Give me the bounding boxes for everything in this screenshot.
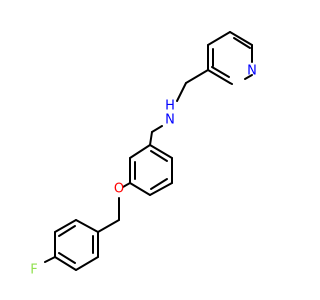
bond <box>122 182 131 188</box>
bond <box>150 150 168 162</box>
bond <box>75 256 99 271</box>
pyridyl-methyl-linker <box>151 69 209 133</box>
bond <box>185 69 209 84</box>
bond <box>149 182 173 196</box>
benzyloxy-linker <box>97 182 131 233</box>
bond <box>150 178 168 190</box>
bond <box>129 144 151 159</box>
bond <box>54 256 77 271</box>
bond <box>207 31 231 46</box>
bond <box>58 225 76 237</box>
bond <box>211 66 230 78</box>
bond <box>151 125 163 133</box>
central-benzene-ring <box>129 131 173 196</box>
amine-hydrogen-label: H <box>165 99 175 114</box>
pyridine-ring <box>207 31 253 85</box>
bond <box>149 131 153 146</box>
bond <box>58 252 76 264</box>
pyridine-nitrogen-label: N <box>247 64 257 79</box>
fluorine-label: F <box>30 263 37 278</box>
bond <box>229 31 253 46</box>
bond <box>244 74 253 80</box>
bond <box>176 82 187 102</box>
bond <box>54 219 77 233</box>
ether-oxygen-label: O <box>114 182 124 197</box>
bond <box>97 219 120 233</box>
bond <box>44 256 56 263</box>
fluorophenyl-ring <box>44 219 99 271</box>
amine-nitrogen-label: N <box>165 113 175 128</box>
bond <box>233 37 251 49</box>
bond <box>129 182 151 196</box>
bond <box>207 69 231 84</box>
bond <box>149 144 173 159</box>
bond <box>75 219 99 233</box>
molecule-structure-diagram: N H N O F <box>30 31 257 278</box>
